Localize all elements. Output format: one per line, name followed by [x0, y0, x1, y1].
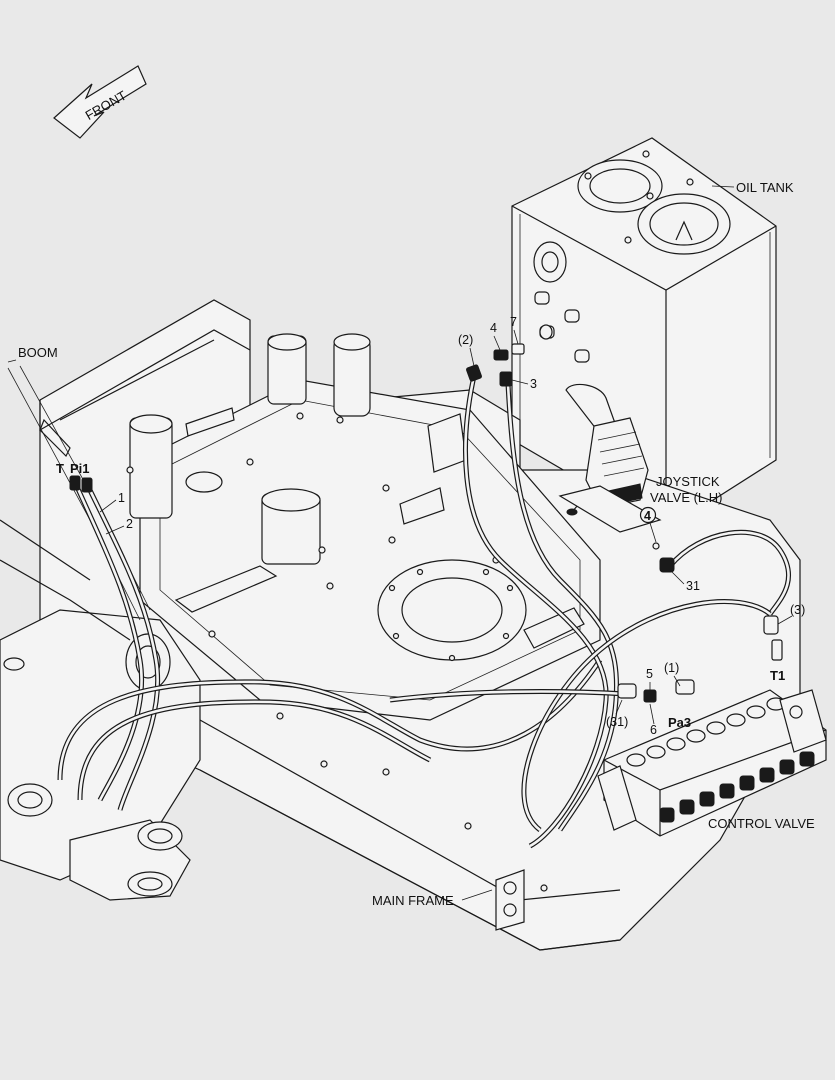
- part-5: 5: [646, 667, 653, 681]
- oil-tank: [511, 137, 777, 531]
- part-ref-31: (31): [606, 715, 628, 729]
- fittings: [69, 324, 783, 703]
- hose-assembly: [57, 375, 792, 849]
- part-4: 4: [490, 321, 497, 335]
- part-3: 3: [530, 377, 537, 391]
- front-arrow: [53, 65, 147, 139]
- joystick-label-line1: JOYSTICK: [656, 474, 720, 489]
- part-ref-2: (2): [458, 333, 473, 347]
- spool-row: [626, 697, 786, 767]
- part-6: 6: [650, 723, 657, 737]
- part-4-circled: 4: [639, 506, 657, 524]
- control-valve: [597, 689, 827, 837]
- svg-text:4: 4: [644, 509, 651, 523]
- control-valve-label: CONTROL VALVE: [708, 816, 815, 831]
- part-2: 2: [126, 517, 133, 531]
- oil-tank-label: OIL TANK: [736, 180, 794, 195]
- port-pi1: Pi1: [70, 461, 90, 476]
- joystick-label-line2: VALVE (L.H): [650, 490, 722, 505]
- port-t1: T1: [770, 668, 785, 683]
- port-pa3: Pa3: [668, 715, 691, 730]
- boom-label: BOOM: [18, 345, 58, 360]
- part-7: 7: [510, 315, 517, 329]
- part-31: 31: [686, 579, 700, 593]
- part-ref-3: (3): [790, 603, 805, 617]
- part-1: 1: [118, 491, 125, 505]
- spool-ends: [659, 751, 815, 823]
- main-frame-label: MAIN FRAME: [372, 893, 454, 908]
- port-t: T: [56, 461, 64, 476]
- joystick-valve: [558, 383, 662, 533]
- part-ref-1: (1): [664, 661, 679, 675]
